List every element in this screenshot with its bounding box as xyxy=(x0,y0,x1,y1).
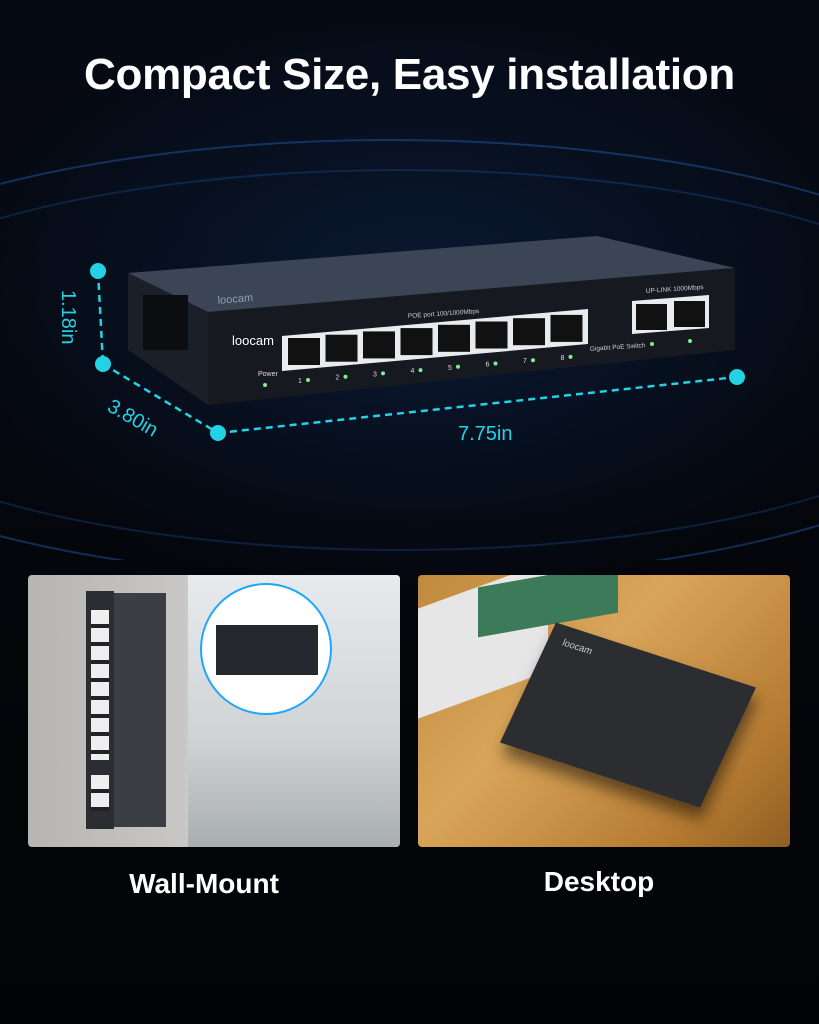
poe-port xyxy=(475,321,508,349)
port-led xyxy=(306,378,310,382)
port-led xyxy=(343,374,348,379)
depth-label: 3.80in xyxy=(104,395,162,441)
uplink-led xyxy=(650,342,654,346)
poe-port xyxy=(513,318,545,346)
dimension-dot xyxy=(90,263,106,279)
port-number: 3 xyxy=(373,371,377,378)
desktop-caption: Desktop xyxy=(543,866,655,897)
port-group: 1 2 3 4 5 6 7 8 xyxy=(288,301,705,385)
desktop-photo: loocam xyxy=(418,575,790,847)
glow-arc xyxy=(0,169,819,551)
top-logo: loocam xyxy=(217,292,253,307)
poe-port xyxy=(288,338,320,365)
switch-bottom xyxy=(216,625,318,675)
port-led xyxy=(381,371,385,376)
port-led xyxy=(531,358,535,363)
front-logo: loocam xyxy=(232,333,274,348)
notebook xyxy=(478,575,618,638)
wall-switch xyxy=(114,593,166,827)
page-title: Compact Size, Easy installation xyxy=(84,50,735,99)
port-number: 2 xyxy=(336,375,340,382)
port-number: 7 xyxy=(523,358,527,365)
dimension-dot xyxy=(729,369,745,385)
port-number: 6 xyxy=(486,362,490,369)
poe-port xyxy=(400,328,433,356)
dimension-lines xyxy=(96,270,738,435)
side-vents xyxy=(143,295,188,350)
power-led xyxy=(263,383,267,387)
switch-top xyxy=(128,236,735,312)
dimension-dot xyxy=(210,425,226,441)
port-led xyxy=(456,364,460,369)
uplink-port xyxy=(674,301,705,327)
port-led xyxy=(418,368,423,373)
port-number: 8 xyxy=(561,355,565,362)
power-label: Power xyxy=(258,371,279,378)
uplink-port xyxy=(636,304,667,330)
poe-port xyxy=(325,334,358,362)
uplink-led xyxy=(688,339,692,343)
port-number: 4 xyxy=(411,368,415,375)
width-label: 7.75in xyxy=(458,423,513,445)
desktop-logo: loocam xyxy=(560,637,595,657)
poe-port xyxy=(550,314,583,342)
wall-mount-photo xyxy=(28,575,400,847)
port-number: 1 xyxy=(298,378,302,385)
uplink-ports xyxy=(91,775,109,811)
wall-mount-caption: Wall-Mount xyxy=(129,868,279,899)
glow-arc xyxy=(0,139,819,560)
poe-port xyxy=(363,331,395,359)
model-label: Gigabit PoE Switch xyxy=(590,342,646,353)
uplink-label: UP-LINK 1000Mbps xyxy=(646,284,705,295)
switch-illustration: loocam loocam Power POE port 100/1000Mbp… xyxy=(0,139,819,560)
height-label: 1.18in xyxy=(57,290,79,345)
port-number: 5 xyxy=(448,365,452,372)
ports-column xyxy=(91,610,109,760)
poe-port-block xyxy=(282,309,588,371)
dimension-dot xyxy=(95,356,111,372)
port-led xyxy=(493,361,498,366)
poe-port xyxy=(438,324,470,352)
zoom-bubble xyxy=(200,583,332,715)
port-led xyxy=(568,354,573,359)
